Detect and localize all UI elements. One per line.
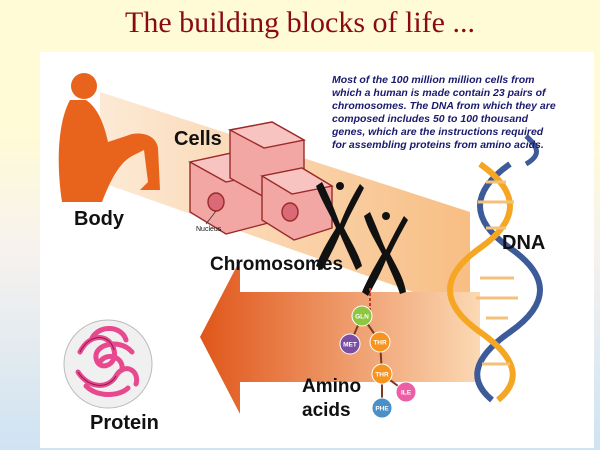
body-label: Body: [74, 208, 124, 230]
diagram-panel: GLN MET THR THR ILE PHE Body Cells Nucleus Ch…: [40, 52, 594, 448]
amino-acid-bead: GLN: [351, 305, 373, 327]
description-line: composed includes 50 to 100 thousand: [332, 113, 529, 125]
cells-figure: [188, 121, 334, 241]
page-title: The building blocks of life ...: [125, 6, 475, 39]
amino-acid-beads: GLN MET THR THR ILE PHE: [339, 305, 417, 419]
amino-acid-circle: [371, 397, 393, 419]
description-line: Most of the 100 million million cells fr…: [332, 74, 535, 86]
chromosomes-figure: [316, 182, 408, 296]
amino-acid-bead: PHE: [371, 397, 393, 419]
amino-acid-label: MET: [343, 342, 357, 349]
body-figure: [58, 73, 160, 202]
amino-acid-bead: MET: [339, 333, 361, 355]
diagram-svg: GLN MET THR THR ILE PHE: [58, 73, 543, 419]
description-line: genes, which are the instructions requir…: [332, 126, 544, 138]
amino-label-line1: Amino: [302, 376, 362, 397]
amino-acid-circle: [351, 305, 373, 327]
amino-acid-circle: [369, 331, 391, 353]
amino-acid-label: ILE: [401, 390, 412, 397]
amino-acid-circle: [339, 333, 361, 355]
nucleus-label: Nucleus: [196, 226, 222, 233]
amino-label-line2: acids: [302, 400, 351, 421]
amino-acid-label: THR: [373, 340, 387, 347]
protein-figure: [63, 319, 153, 409]
dna-helix: [447, 134, 543, 403]
amino-acid-label: THR: [375, 372, 389, 379]
amino-acid-bead: THR: [371, 363, 393, 385]
protein-label: Protein: [90, 412, 159, 434]
return-arrow: [200, 260, 480, 414]
cells-label: Cells: [174, 128, 222, 150]
amino-acid-bead: THR: [369, 331, 391, 353]
chromosomes-label: Chromosomes: [210, 254, 344, 275]
amino-acid-circle: [371, 363, 393, 385]
description-line: chromosomes. The DNA from which they are: [332, 100, 556, 112]
amino-acid-label: GLN: [355, 314, 369, 321]
amino-acid-circle: [395, 381, 417, 403]
description-text: Most of the 100 million million cells fr…: [332, 74, 556, 152]
amino-acid-bead: ILE: [395, 381, 417, 403]
amino-acid-label: PHE: [375, 406, 389, 413]
dna-label: DNA: [502, 232, 546, 254]
description-line: for assembling proteins from amino acids…: [332, 139, 544, 151]
description-line: which a human is made contain 23 pairs o…: [332, 87, 546, 99]
